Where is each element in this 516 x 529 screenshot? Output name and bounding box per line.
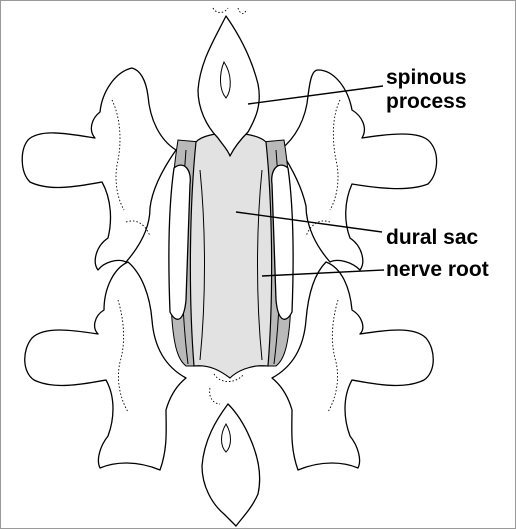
lower-spinous-process <box>202 404 260 526</box>
dural-sac-shape <box>190 133 271 378</box>
spinous-process-label-line1: spinous <box>386 66 467 89</box>
dural-sac-label: dural sac <box>386 226 479 249</box>
lower-left-transverse-process <box>25 262 186 470</box>
spinal-canal <box>169 133 293 378</box>
upper-left-transverse-process <box>22 68 176 270</box>
nerve-root-label: nerve root <box>386 258 489 281</box>
lower-right-transverse-process <box>272 262 433 470</box>
spinous-process-label-line2: process <box>386 90 467 113</box>
